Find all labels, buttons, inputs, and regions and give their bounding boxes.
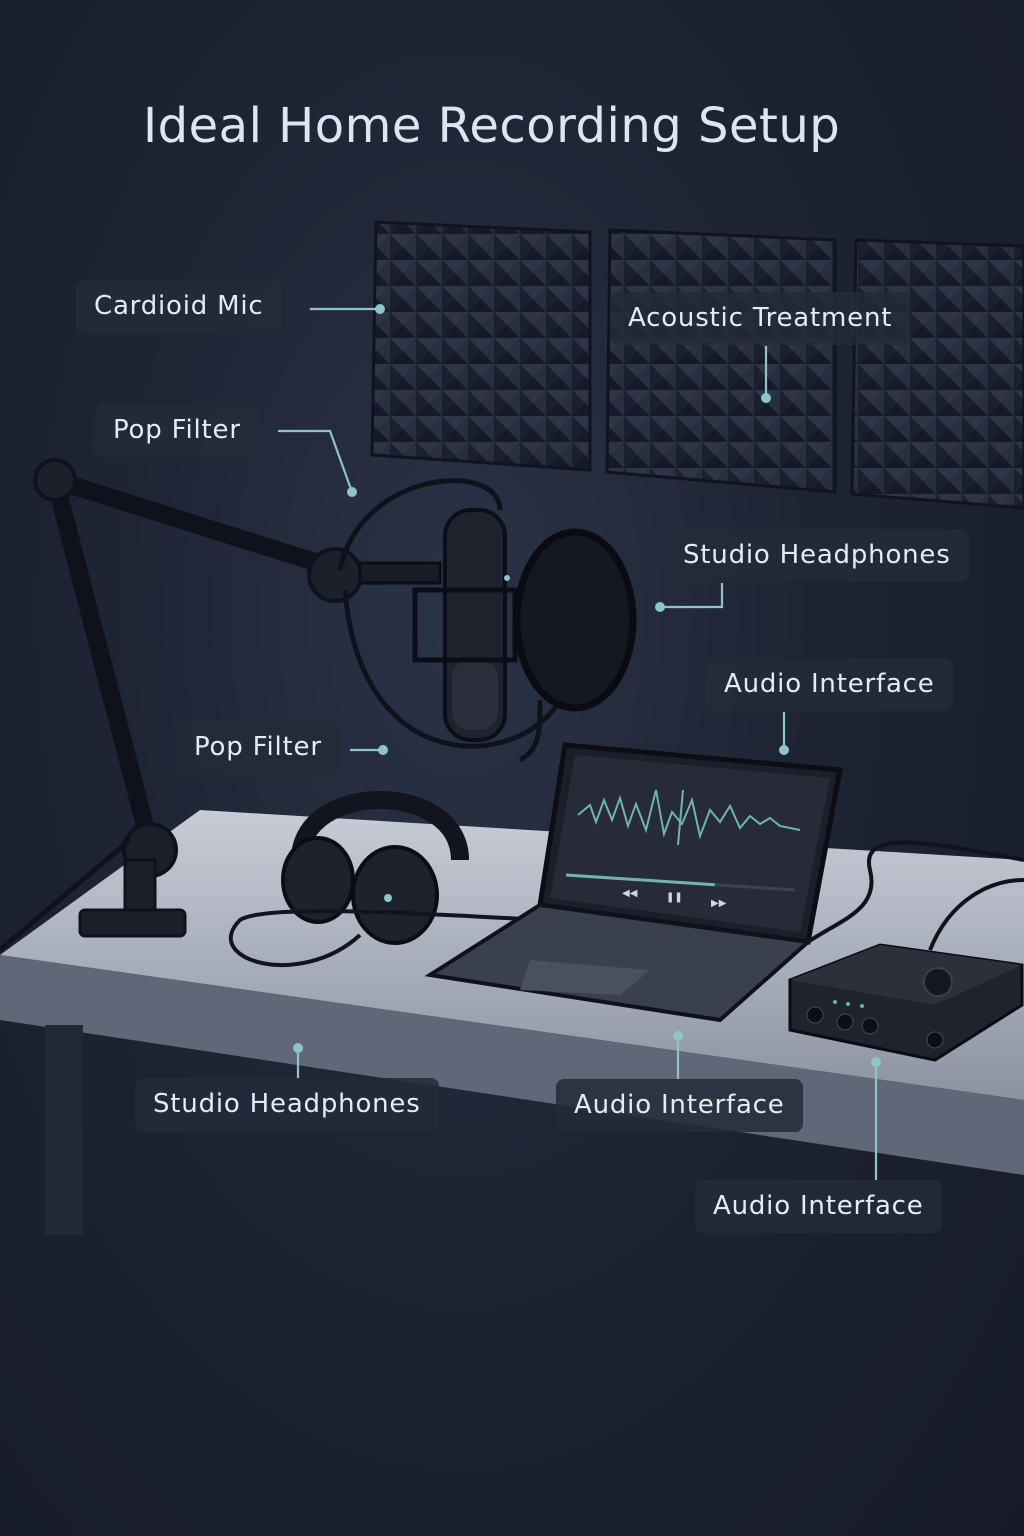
label-pop-filter: Pop Filter	[95, 404, 259, 457]
pause-icon: ❚❚	[666, 892, 683, 903]
pop-filter	[513, 528, 637, 763]
foam-panel	[850, 238, 1024, 510]
label-audio-interface-3: Audio Interface	[695, 1180, 942, 1233]
label-acoustic-treatment: Acoustic Treatment	[610, 292, 911, 345]
acoustic-foam-panels	[370, 220, 1024, 510]
audio-interface	[788, 840, 1024, 1062]
leader-dots	[293, 304, 881, 1067]
label-studio-headphones-2: Studio Headphones	[135, 1078, 439, 1131]
leader-lines	[278, 307, 878, 1180]
headphones	[229, 791, 561, 967]
label-studio-headphones: Studio Headphones	[665, 529, 969, 582]
label-cardioid-mic: Cardioid Mic	[76, 280, 282, 333]
label-audio-interface-2: Audio Interface	[556, 1079, 803, 1132]
leader-pop-filter-1	[278, 429, 354, 493]
label-pop-filter-2: Pop Filter	[176, 721, 340, 774]
playback-progress-bar	[565, 873, 715, 887]
fast-forward-icon: ▶▶	[711, 898, 727, 909]
foam-panel	[605, 228, 837, 494]
microphone	[358, 508, 518, 742]
leader-studio-headphones-1	[660, 583, 724, 609]
laptop: ◀◀ ❚❚ ▶▶	[424, 742, 843, 1023]
rewind-icon: ◀◀	[622, 888, 638, 899]
playhead	[677, 789, 684, 846]
page-title: Ideal Home Recording Setup	[143, 98, 841, 154]
foam-panel	[370, 220, 592, 472]
audio-waveform	[577, 789, 801, 840]
label-audio-interface: Audio Interface	[706, 658, 953, 711]
